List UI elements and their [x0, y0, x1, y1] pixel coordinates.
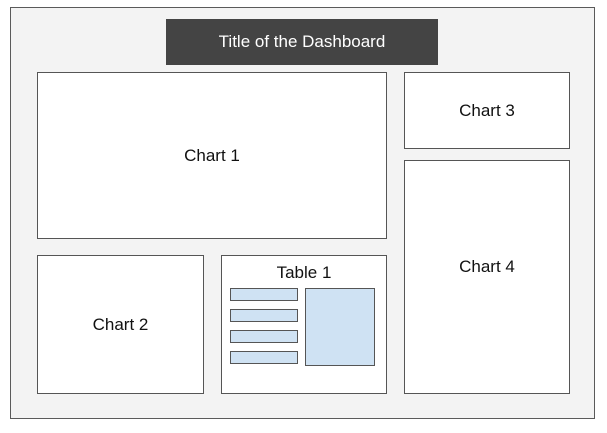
dashboard-title: Title of the Dashboard — [166, 19, 438, 65]
table-1-label: Table 1 — [276, 263, 332, 282]
table-1-panel: Table 1 — [221, 255, 387, 394]
chart-2-panel: Chart 2 — [37, 255, 204, 394]
chart-1-label: Chart 1 — [184, 145, 240, 165]
chart-4-label: Chart 4 — [459, 257, 515, 276]
table-row-placeholder — [230, 351, 298, 364]
dashboard-title-text: Title of the Dashboard — [218, 32, 386, 51]
table-row-placeholder — [230, 330, 298, 343]
table-detail-block — [305, 288, 375, 366]
chart-2-label: Chart 2 — [92, 314, 149, 334]
chart-3-label: Chart 3 — [459, 100, 515, 120]
chart-3-panel: Chart 3 — [404, 72, 570, 149]
table-row-placeholder — [230, 309, 298, 322]
table-row-placeholder — [230, 288, 298, 301]
chart-4-panel: Chart 4 — [404, 160, 570, 394]
chart-1-panel: Chart 1 — [37, 72, 387, 239]
